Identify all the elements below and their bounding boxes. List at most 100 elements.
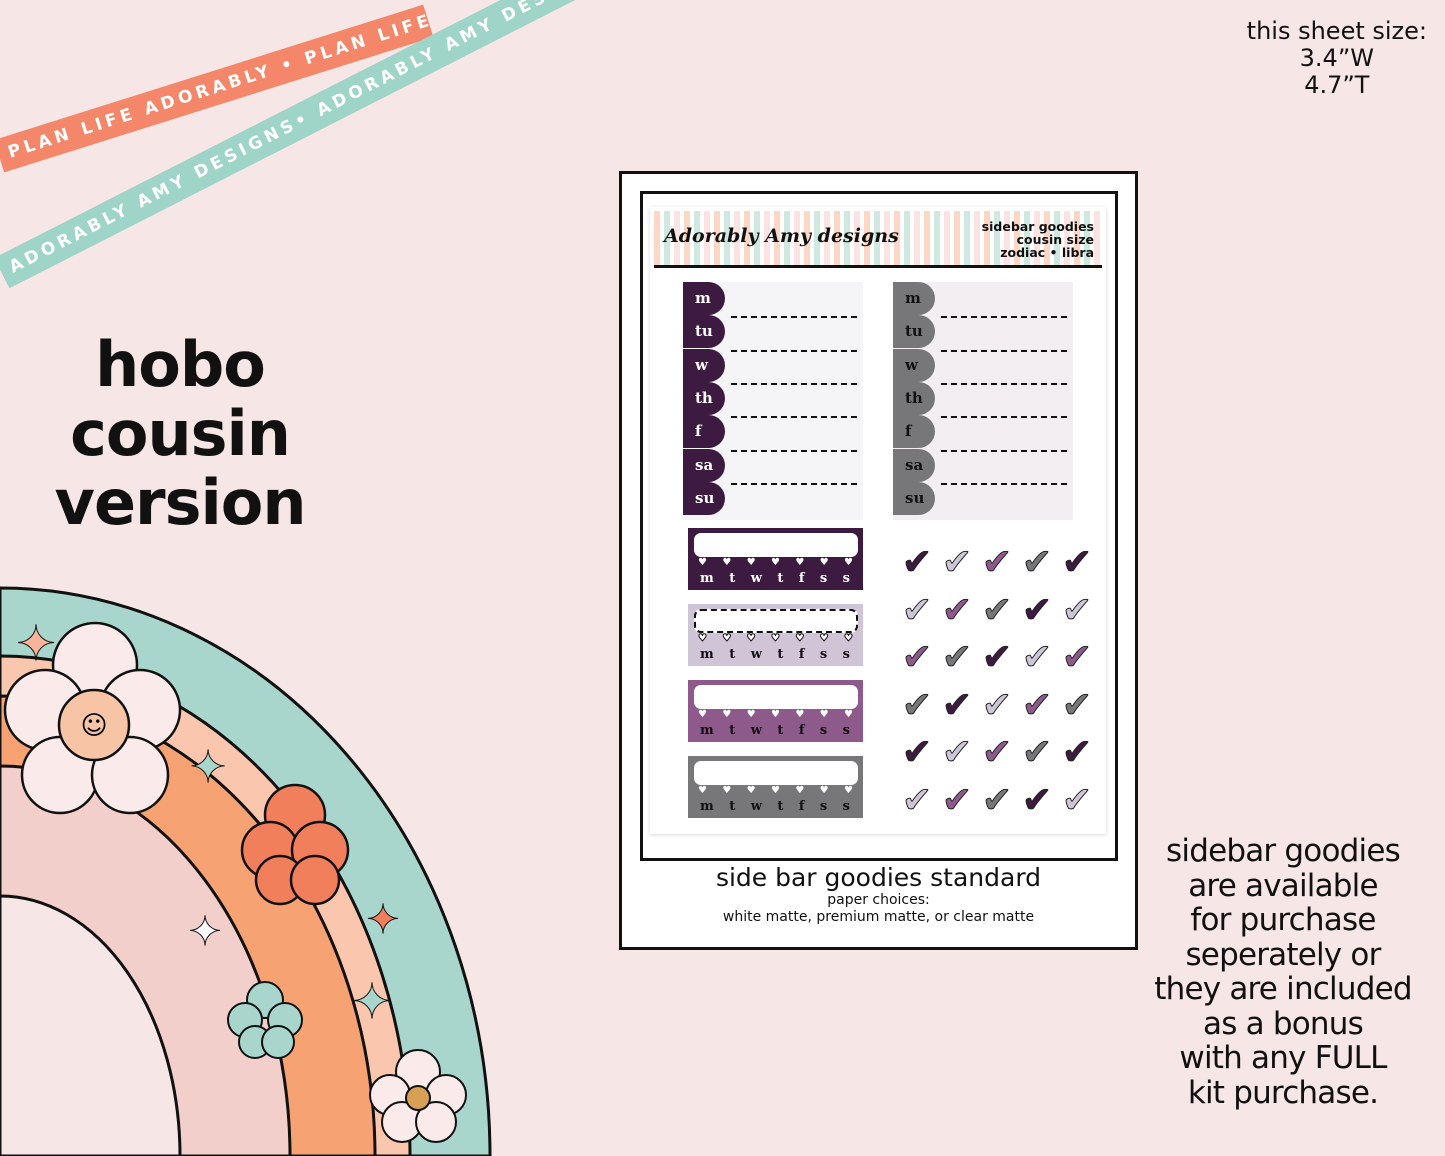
checkmark-icon: ✔ [901,732,933,773]
day-letter: m [700,571,714,586]
brand-logo: Adorably Amy designs [664,225,899,247]
caption-title: side bar goodies standard [715,863,1042,892]
heart-icon: ♥ [770,709,780,720]
checkmark-icon: ✔ [981,542,1013,583]
day-letter: t [729,799,736,814]
checkmark-icon: ✔ [941,732,973,773]
version-line: cousin [70,397,291,470]
checkmark-icon: ✔ [1021,589,1053,631]
day-letter: f [798,723,805,738]
sheet-header: Adorably Amy designs sidebar goodies cou… [654,211,1102,268]
writing-line [731,316,857,319]
day-tab: f [683,415,725,449]
day-tab: th [683,381,725,415]
heart-icon: ♥ [722,633,732,645]
checkmark-icon: ✔ [981,637,1013,678]
checkmark-icon: ✔ [941,684,973,726]
day-letter: s [842,571,850,586]
heart-icon: ♥ [722,557,732,568]
day-tab: tu [893,315,935,349]
day-letter: t [729,571,736,586]
heart-icon: ♥ [698,785,707,796]
size-label: this sheet size: [1246,17,1427,45]
checkmark-icon: ✔ [1061,542,1093,583]
caption-sub-options: white matte, premium matte, or clear mat… [722,909,1035,925]
heart-icon: ♥ [770,557,780,568]
day-letter: s [842,799,850,814]
checkmark-icon: ✔ [1061,637,1093,678]
checkmark-icon: ✔ [941,637,973,678]
white-flower-icon [369,1049,467,1143]
size-width: 3.4”W [1299,44,1374,72]
day-letter: t [777,571,784,586]
day-letter: w [750,571,762,586]
checkmark-icon: ✔ [981,684,1013,726]
checkmark-icon: ✔ [981,732,1013,773]
checkmark-icon: ✔ [941,542,973,583]
checkmark-icon: ✔ [1021,542,1053,583]
heart-icon: ♥ [795,557,805,568]
heart-icon: ♥ [795,709,805,720]
sparkle-icon: ✦ [190,742,227,793]
sheet-frame: Adorably Amy designs sidebar goodies cou… [640,191,1118,861]
day-tab: w [893,348,935,382]
day-letter: s [842,647,850,662]
checkmark-icon: ✔ [1021,684,1053,726]
checkmark-icon: ✔ [981,589,1013,631]
writing-line [941,416,1067,419]
bonus-line: they are included [1154,971,1412,1007]
writing-line [941,449,1067,452]
heart-icon: ♥ [746,785,756,796]
checkmark-icon: ✔ [1061,779,1093,821]
checkmark-icon: ✔ [1021,732,1053,773]
bonus-line: are available [1188,867,1378,904]
write-in-field [694,685,858,709]
heart-icon: ♥ [770,785,780,796]
day-letter: t [729,647,736,662]
smiley-face-icon: ☺ [80,711,107,741]
checkmark-icon: ✔ [1061,589,1093,631]
writing-line [941,349,1067,352]
sticker-sheet-mockup: Adorably Amy designs sidebar goodies cou… [619,171,1138,950]
writing-line [941,316,1067,319]
writing-line [941,382,1067,385]
smiley-flower-icon [3,621,182,815]
caption-sub-label: paper choices: [827,892,930,908]
write-in-field [694,761,858,785]
day-tab: w [683,348,725,382]
day-tab: th [893,381,935,415]
day-letter: s [819,799,828,814]
sparkle-icon: ✦ [188,909,222,955]
checkmark-icon: ✔ [901,542,933,583]
day-letter: w [750,647,762,662]
bonus-line: sidebar goodies [1166,833,1401,869]
bonus-info-text: sidebar goodies are available for purcha… [1128,834,1438,1110]
writing-line [731,482,857,485]
heart-icon: ♥ [843,709,853,720]
day-tab: m [683,282,725,315]
header-line: zodiac • libra [1000,245,1094,260]
checkmark-icon: ✔ [901,684,933,726]
bonus-line: kit purchase. [1187,1074,1379,1111]
heart-icon: ♥ [698,709,707,720]
day-letter: m [700,647,714,662]
sticker-paper: Adorably Amy designs sidebar goodies cou… [650,207,1106,834]
day-letter: w [750,723,762,738]
heart-icon: ♥ [698,633,708,645]
day-tab: sa [683,448,725,482]
heart-icon: ♥ [746,557,756,568]
heart-icon: ♥ [843,557,853,568]
day-tab: su [683,481,725,515]
sheet-size-info: this sheet size: 3.4”W 4.7”T [1247,18,1427,99]
heart-icon: ♥ [819,709,829,720]
star-icon: ✦ [366,897,400,943]
sheet-caption: side bar goodies standard paper choices:… [622,864,1135,926]
version-line: version [54,466,307,539]
heart-icon: ♥ [795,633,805,645]
version-title: hobo cousin version [40,330,320,537]
teal-flower-icon [227,981,303,1059]
